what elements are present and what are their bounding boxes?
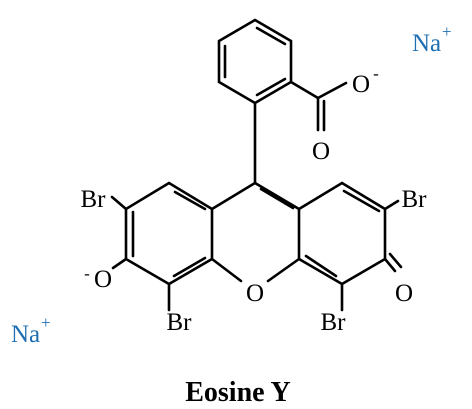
ring-oxygen-label: O bbox=[246, 280, 264, 307]
bromine-bottom-right-label: Br bbox=[321, 309, 347, 336]
bromine-bottom-left-label: Br bbox=[167, 309, 193, 336]
phenyl-ring-bonds bbox=[217, 18, 293, 105]
counterion-top-right: Na + bbox=[412, 22, 452, 57]
counterion-bottom-left: Na + bbox=[11, 313, 51, 348]
carbonyl-oxygen-label: O bbox=[312, 138, 330, 165]
ketone-oxygen-label: O bbox=[395, 280, 413, 307]
sodium-ion-charge: + bbox=[442, 22, 452, 41]
left-substituent-bonds bbox=[110, 195, 171, 312]
phenoxide-charge-label: - bbox=[84, 264, 90, 283]
sodium-ion-label: Na bbox=[11, 321, 40, 348]
sodium-ion-charge: + bbox=[41, 313, 51, 332]
sodium-ion-label: Na bbox=[412, 30, 441, 57]
central-ring-bonds bbox=[210, 181, 301, 283]
carboxylate-bonds bbox=[289, 80, 348, 132]
carboxylate-charge-label: - bbox=[373, 64, 379, 83]
right-substituent-bonds bbox=[340, 199, 403, 312]
bromine-top-left-label: Br bbox=[81, 186, 107, 213]
atom-labels: Br Br Br Br O O - O O - O bbox=[81, 64, 428, 336]
phenoxide-oxygen-label: O bbox=[94, 266, 112, 293]
right-ring-bonds bbox=[297, 181, 387, 286]
carboxylate-oxygen-label: O bbox=[352, 71, 370, 98]
left-ring-bonds bbox=[124, 181, 214, 286]
bromine-top-right-label: Br bbox=[402, 186, 428, 213]
bond-lines bbox=[110, 18, 403, 312]
compound-name-caption: Eosine Y bbox=[185, 377, 291, 408]
phenyl-ring-inner-bonds bbox=[223, 26, 287, 97]
